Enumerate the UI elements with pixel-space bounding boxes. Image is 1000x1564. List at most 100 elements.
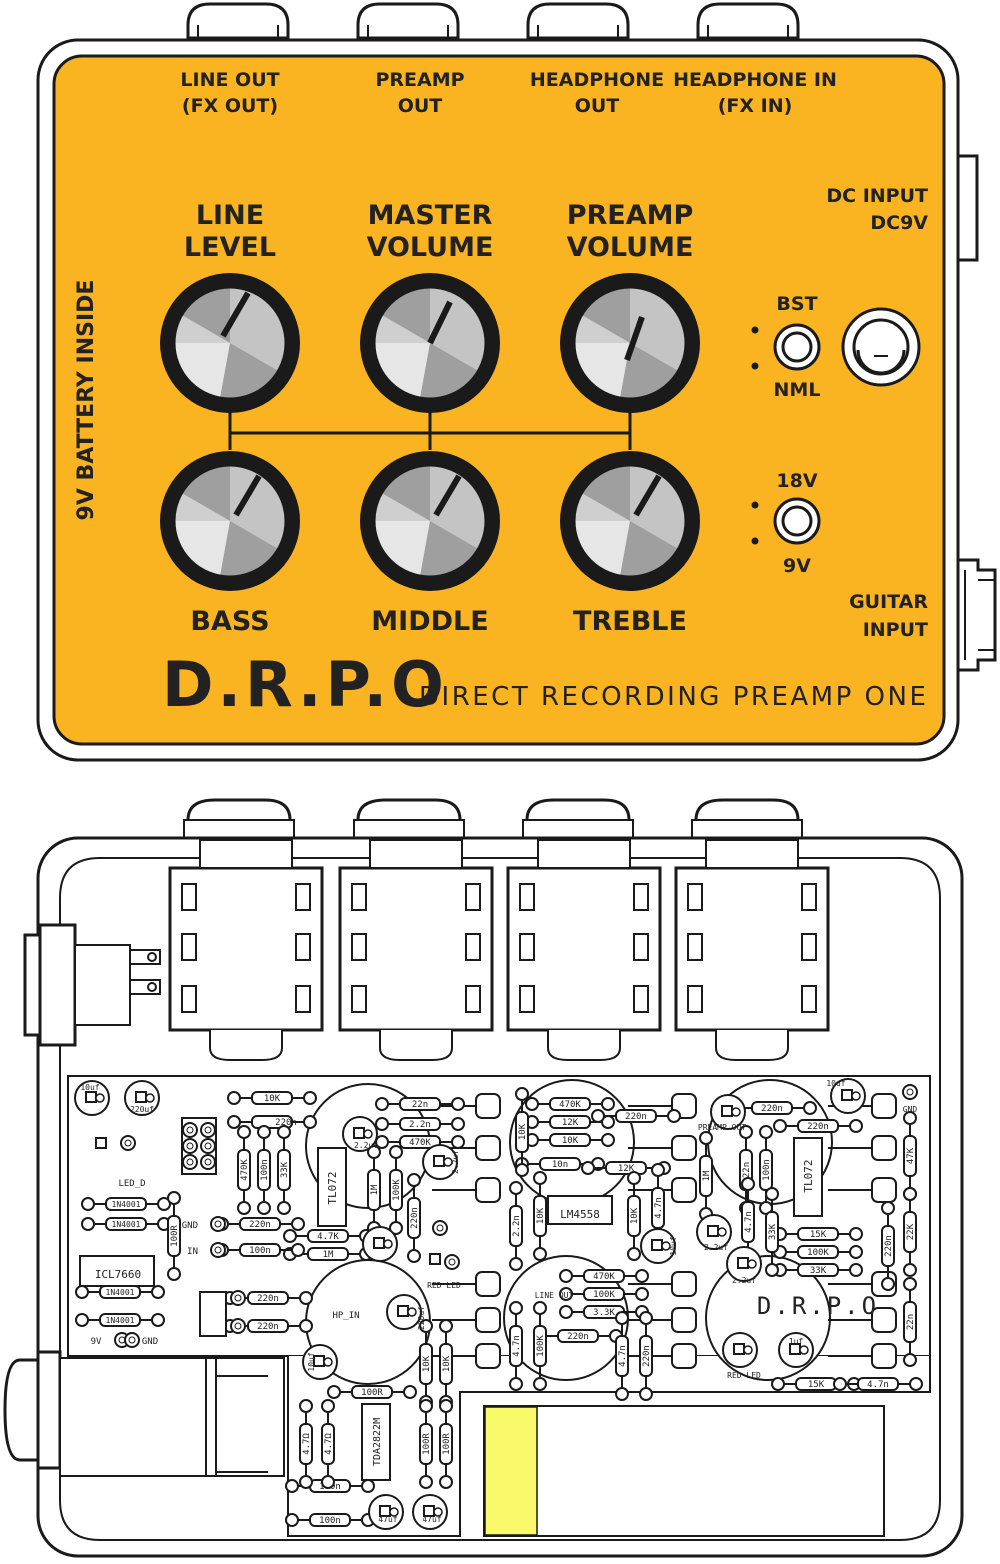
knob-label-bass: BASS bbox=[190, 606, 269, 637]
pcb-r-220-v: 220n bbox=[410, 1207, 420, 1229]
pcb-diode-4: 1N4001 bbox=[112, 1220, 141, 1229]
pcb-r-33k: 33K bbox=[810, 1266, 827, 1276]
pcb-9v: 9V bbox=[91, 1337, 102, 1347]
switch-voltage-top: 18V bbox=[776, 470, 817, 492]
knob-bass[interactable] bbox=[158, 449, 302, 593]
dc-input-voltage: DC9V bbox=[870, 212, 928, 234]
pcb-r-3-3k: 3.3K bbox=[593, 1308, 615, 1318]
jack-label-1-line1: LINE OUT bbox=[180, 69, 279, 91]
top-jack-2[interactable] bbox=[356, 2, 460, 40]
knob-preamp-volume[interactable] bbox=[558, 271, 702, 415]
pcb-c-100n-v2: 100n bbox=[762, 1159, 772, 1181]
knob-pointer bbox=[433, 474, 462, 517]
jack-label-2-line1: PREAMP bbox=[375, 69, 464, 91]
pcb-c-220uf-1: 220uf bbox=[130, 1105, 154, 1114]
pcb-c-220n-5: 220n bbox=[567, 1332, 589, 1342]
knob-treble[interactable] bbox=[558, 449, 702, 593]
knob-label-treble: TREBLE bbox=[573, 606, 687, 637]
pcb-c-22n-v: 22n bbox=[742, 1162, 752, 1178]
pcb-red-led-1: RED LED bbox=[427, 1281, 461, 1290]
pcb-r-12k-2: 12K bbox=[618, 1164, 635, 1174]
pcb-ic-5 bbox=[361, 1403, 391, 1481]
pcb-gnd-batt: GND bbox=[142, 1337, 158, 1347]
label-area bbox=[483, 1405, 885, 1537]
pcb-red-led-2: RED LED bbox=[727, 1371, 761, 1380]
pcb-r-12k: 12K bbox=[562, 1118, 579, 1128]
pcb-c-220n-3: 220n bbox=[761, 1104, 783, 1114]
knob-line-level[interactable] bbox=[158, 271, 302, 415]
pcb-c-47uf-2: 47uf bbox=[422, 1515, 441, 1524]
pcb-r-15k: 15K bbox=[810, 1230, 827, 1240]
pcb-jack-top-1 bbox=[183, 798, 295, 841]
top-jack-4[interactable] bbox=[696, 2, 800, 40]
switch-boost[interactable]: BST NML bbox=[751, 293, 821, 401]
pcb-r-100k-2: 100K bbox=[593, 1290, 615, 1300]
knob-middle[interactable] bbox=[358, 449, 502, 593]
pcb-c-47uf-1: 47uf bbox=[378, 1515, 397, 1524]
pcb-r-4-7ohm-1: 4.7Ω bbox=[302, 1433, 312, 1455]
pcb-diode-2: 1N4001 bbox=[106, 1316, 135, 1325]
pcb-jack-top-2 bbox=[353, 798, 465, 841]
pcb-r-100r-v3: 100R bbox=[442, 1433, 452, 1455]
pcb-ic-4-label: ICL7660 bbox=[95, 1268, 141, 1281]
pcb-r-1m-1: 1M bbox=[323, 1250, 334, 1260]
switch-boost-bottom: NML bbox=[774, 379, 821, 401]
knob-label-line-level-1: LINE bbox=[196, 200, 264, 231]
pcb-ic-5-label: TDA2822M bbox=[372, 1418, 383, 1466]
brand-subtitle: DIRECT RECORDING PREAMP ONE bbox=[419, 682, 928, 712]
pcb-c-4-7n-v4: 4.7n bbox=[618, 1345, 628, 1367]
pcb-r-33k-v2: 33K bbox=[768, 1223, 778, 1240]
battery-label: 9V BATTERY INSIDE bbox=[74, 280, 99, 521]
jack-label-2-line2: OUT bbox=[398, 95, 443, 117]
pcb-c-220n-4: 220n bbox=[807, 1122, 829, 1132]
pcb-gnd-left: GND bbox=[182, 1221, 198, 1231]
guitar-input-label: GUITAR bbox=[849, 591, 928, 613]
pcb-c-1uf: 1uf bbox=[789, 1337, 804, 1346]
pcb-c-220n-8: 220n bbox=[257, 1322, 279, 1332]
knob-pointer bbox=[624, 316, 645, 361]
knob-pointer bbox=[233, 474, 262, 517]
knob-label-master-2: VOLUME bbox=[367, 232, 494, 263]
knob-label-preamp-1: PREAMP bbox=[567, 200, 694, 231]
pcb-c-220n-1: 220n bbox=[275, 1118, 297, 1128]
knob-connectors bbox=[228, 410, 632, 450]
top-jack-3[interactable] bbox=[526, 2, 630, 40]
pcb-c-220n-v: 220n bbox=[884, 1235, 894, 1257]
jack-labels: LINE OUT (FX OUT) PREAMP OUT HEADPHONE O… bbox=[180, 69, 837, 117]
dc-jack-face[interactable] bbox=[841, 307, 921, 387]
dc-jack-side[interactable] bbox=[955, 154, 979, 262]
input-jack-side[interactable] bbox=[955, 558, 997, 672]
pcb-r-4-7k-1: 4.7K bbox=[317, 1232, 339, 1242]
pcb-r-470k-2: 470K bbox=[559, 1100, 581, 1110]
battery bbox=[59, 1357, 285, 1477]
pcb-c-100n-v: 100n bbox=[260, 1159, 270, 1181]
pcb-line-out: LINE OUT bbox=[535, 1291, 574, 1300]
pcb-c-2-2uf-1: 2.2uf bbox=[354, 1141, 378, 1150]
pcb-ic-1 bbox=[317, 1147, 347, 1227]
pcb-r-10k-1: 10K bbox=[264, 1094, 281, 1104]
pcb-brand: D.R.P.O bbox=[757, 1292, 879, 1320]
pcb-r-10k-v4: 10K bbox=[422, 1355, 432, 1372]
jack-label-4-line1: HEADPHONE IN bbox=[673, 69, 837, 91]
pcb-hp-in: HP_IN bbox=[332, 1311, 359, 1321]
pcb-ic-3 bbox=[793, 1137, 823, 1217]
top-jack-1[interactable] bbox=[186, 2, 290, 40]
pcb-board: 10K 220n 2.2n 470K 22n 470K 12K 10K 10n … bbox=[59, 1075, 931, 1537]
knob-master-volume[interactable] bbox=[358, 271, 502, 415]
knob-pointer bbox=[220, 291, 251, 338]
pcb-ic-2 bbox=[547, 1195, 613, 1225]
pcb-c-100n-1: 100n bbox=[249, 1246, 271, 1256]
pcb-led-label: LED_D bbox=[118, 1179, 145, 1189]
pcb-c-2-2n-1: 2.2n bbox=[409, 1120, 431, 1130]
pcb-preamp-out: PREAMP OUT bbox=[698, 1123, 746, 1132]
knob-label-middle: MIDDLE bbox=[371, 606, 488, 637]
switch-voltage[interactable]: 18V 9V bbox=[751, 470, 821, 577]
label-highlight bbox=[484, 1406, 538, 1536]
pcb-ic-4 bbox=[79, 1255, 155, 1287]
pcb-r-47k-v: 47K bbox=[906, 1147, 916, 1164]
jack-label-4-line2: (FX IN) bbox=[718, 95, 793, 117]
pcb-r-15k-2: 15K bbox=[808, 1380, 825, 1390]
knob-pointer bbox=[427, 300, 453, 345]
pcb-jack-top-4 bbox=[691, 798, 803, 841]
